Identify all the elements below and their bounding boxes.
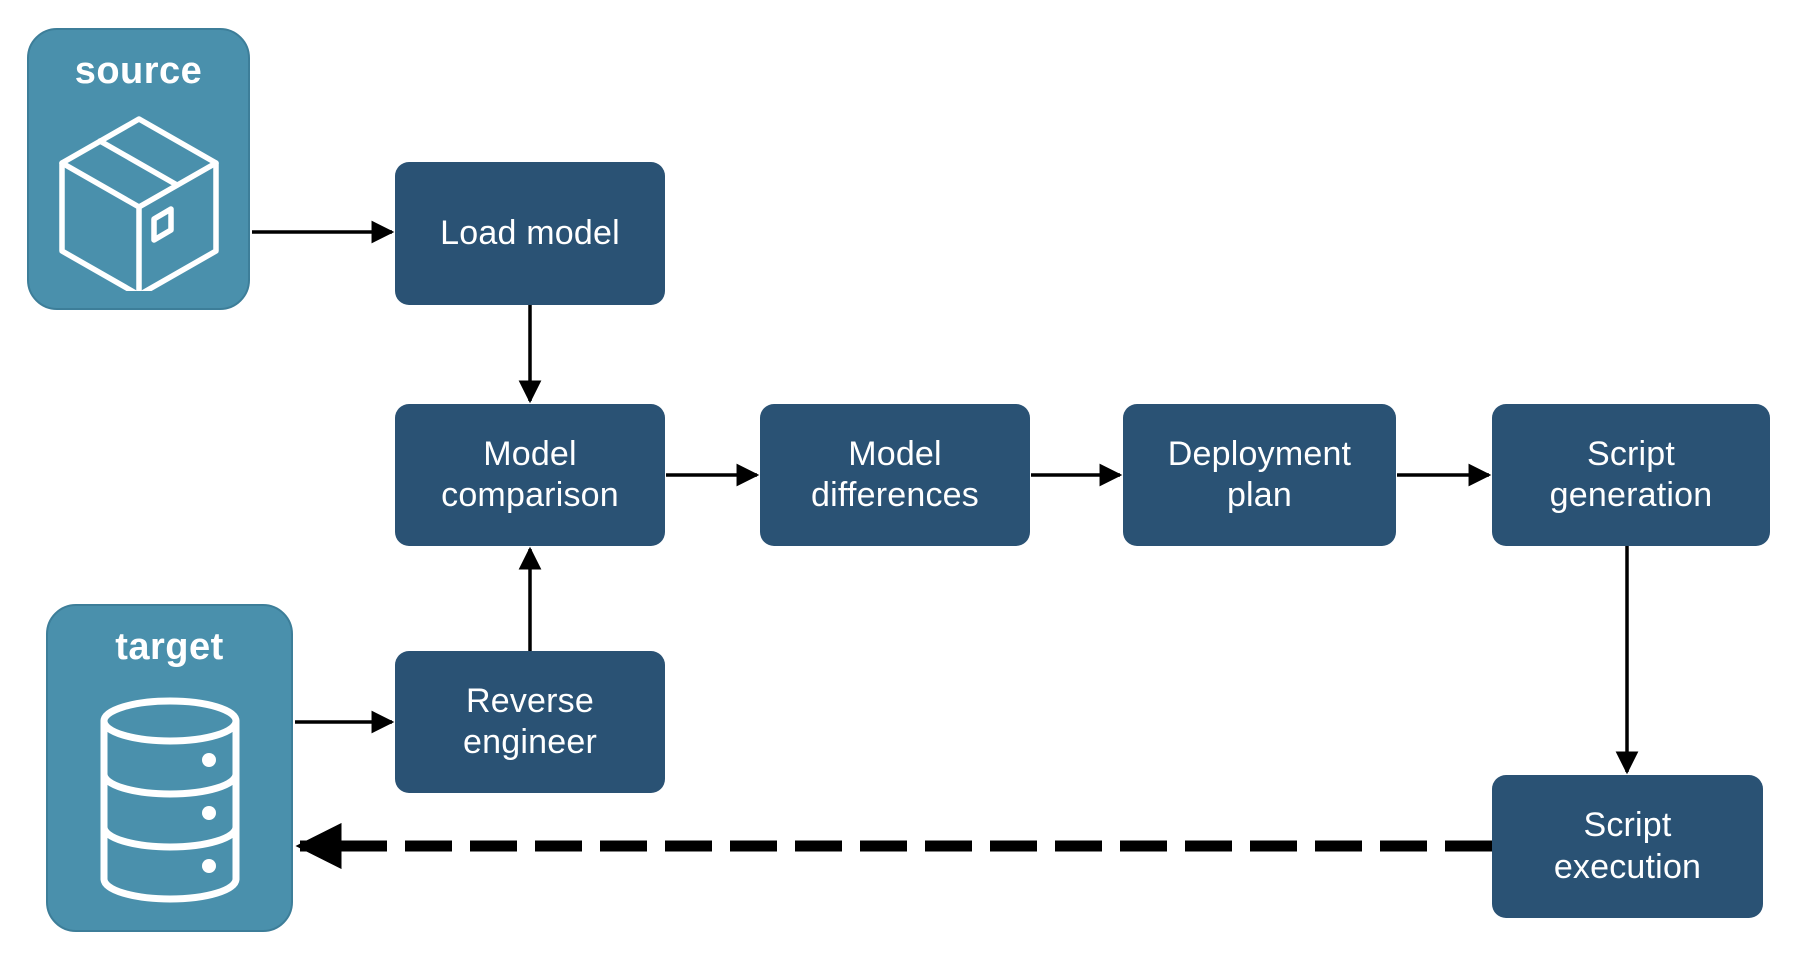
database-cylinder-icon: [48, 670, 291, 930]
package-box-icon: [29, 94, 248, 308]
process-model-comparison[interactable]: Model comparison: [395, 404, 665, 546]
process-deployment-plan[interactable]: Deployment plan: [1123, 404, 1396, 546]
endpoint-source[interactable]: source: [27, 28, 250, 310]
endpoint-source-label: source: [74, 50, 203, 92]
process-model-differences[interactable]: Model differences: [760, 404, 1030, 546]
process-load-model[interactable]: Load model: [395, 162, 665, 305]
process-script-generation[interactable]: Script generation: [1492, 404, 1770, 546]
process-reverse-engineer[interactable]: Reverse engineer: [395, 651, 665, 793]
endpoint-target-label: target: [115, 626, 224, 668]
process-script-execution[interactable]: Script execution: [1492, 775, 1763, 918]
endpoint-target[interactable]: target: [46, 604, 293, 932]
